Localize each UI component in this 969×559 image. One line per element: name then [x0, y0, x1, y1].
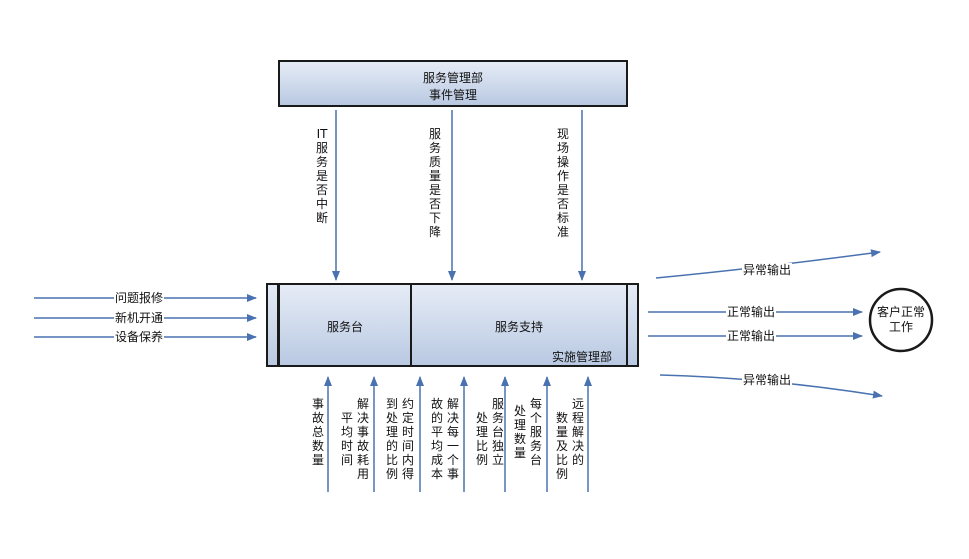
customer-normal-label: 客户正常 工作 — [870, 305, 932, 335]
customer-line1: 客户正常 — [876, 305, 925, 319]
service-management-title: 服务管理部 — [422, 71, 483, 85]
main-process-box — [266, 283, 639, 367]
implementation-dept-label: 实施管理部 — [552, 350, 613, 364]
label-service-quality-drop: 服务质量是否下降 — [428, 127, 441, 239]
metric-8-col2: 远程解决的 — [571, 397, 584, 467]
metric-3-col1: 到处理的比例 — [385, 397, 398, 481]
customer-circle — [868, 287, 934, 353]
service-desk-box: 服务台 — [278, 285, 412, 365]
metric-5-col1: 处理比例 — [475, 411, 488, 467]
metric-4-col2: 解决每一个事 — [446, 397, 459, 481]
output-label-abnormal-bottom: 异常输出 — [742, 373, 793, 387]
incident-management-title: 事件管理 — [428, 88, 477, 102]
metric-5-col2: 服务台独立 — [491, 397, 504, 467]
metric-1-col1: 事故总数量 — [311, 397, 324, 467]
label-it-service-interrupted: IT服务是否中断 — [315, 127, 328, 225]
service-support-label: 服务支持 — [494, 320, 543, 334]
output-label-normal-1: 正常输出 — [726, 305, 777, 319]
metric-7-col1: 每个服务台 — [529, 397, 542, 467]
metric-6-col1: 处理数量 — [513, 404, 526, 460]
input-label-new-machine: 新机开通 — [114, 311, 165, 325]
label-onsite-ops-standard: 现场操作是否标准 — [556, 127, 569, 239]
metric-8-col1: 数量及比例 — [555, 411, 568, 481]
service-management-box: 服务管理部 事件管理 — [278, 60, 628, 107]
metric-3-col2: 约定时间内得 — [401, 397, 414, 481]
output-label-abnormal-top: 异常输出 — [742, 263, 793, 277]
metric-2-col1: 平均时间 — [340, 411, 353, 467]
customer-line2: 工作 — [888, 320, 913, 334]
input-label-maintenance: 设备保养 — [114, 330, 165, 344]
service-desk-label: 服务台 — [326, 320, 363, 334]
metric-4-col1: 故的平均成本 — [430, 397, 443, 481]
input-label-repair: 问题报修 — [114, 291, 165, 305]
right-edge-bar — [626, 283, 639, 367]
metric-2-col2: 解决事故耗用 — [356, 397, 369, 481]
output-label-normal-2: 正常输出 — [726, 329, 777, 343]
